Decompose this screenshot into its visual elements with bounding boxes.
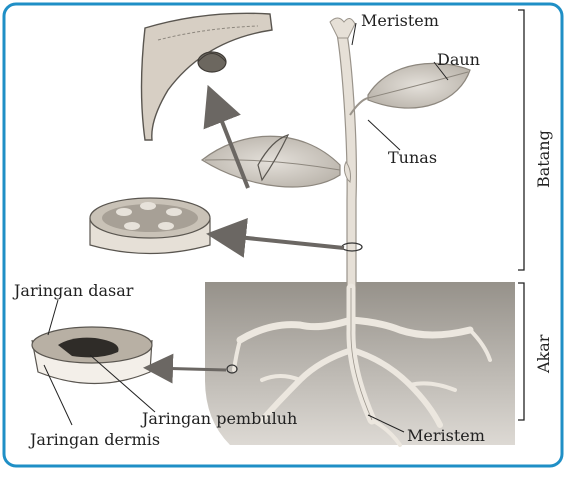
root-cross-section (32, 327, 152, 384)
label-meristem-top: Meristem (361, 11, 439, 30)
label-jaringan-dermis: Jaringan dermis (28, 430, 160, 449)
label-meristem-bottom: Meristem (407, 426, 485, 445)
label-jaringan-pembuluh: Jaringan pembuluh (140, 409, 297, 428)
label-jaringan-dasar: Jaringan dasar (12, 281, 134, 300)
label-batang: Batang (534, 130, 553, 188)
label-daun: Daun (437, 50, 480, 69)
label-tunas: Tunas (388, 148, 437, 167)
label-akar: Akar (534, 334, 553, 374)
arrow-root (152, 368, 226, 370)
stem-cross-section (90, 198, 210, 254)
